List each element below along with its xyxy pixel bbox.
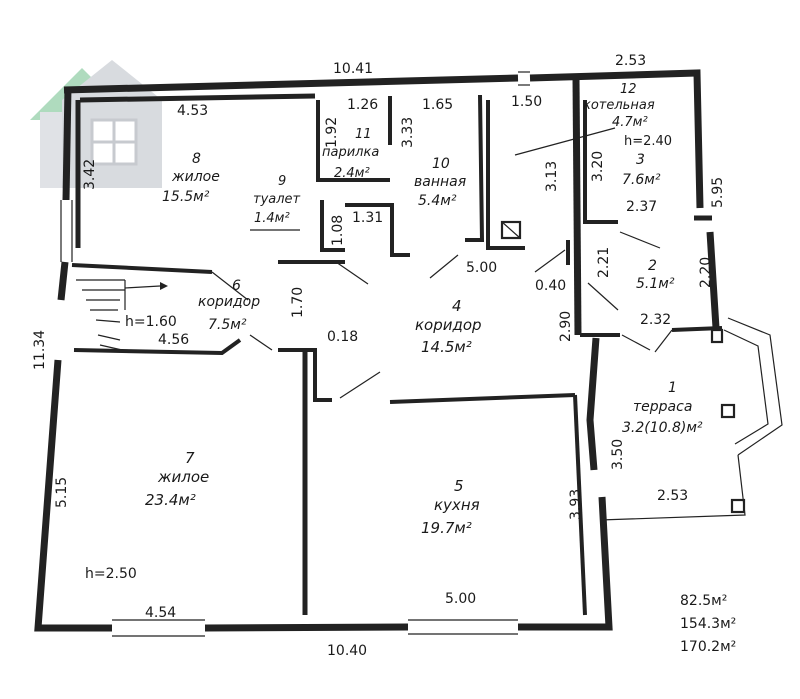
terrace-post — [730, 498, 746, 514]
svg-text:терраса: терраса — [633, 399, 692, 415]
svg-text:23.4м²: 23.4м² — [145, 491, 196, 509]
svg-text:4: 4 — [452, 297, 462, 315]
dim-label: 2.21 — [596, 247, 612, 278]
svg-text:туалет: туалет — [253, 192, 301, 207]
svg-text:ванная: ванная — [414, 174, 466, 190]
dim-label: 1.92 — [324, 117, 340, 148]
outer-walls — [34, 69, 720, 637]
dim-label: 1.31 — [352, 210, 383, 226]
svg-text:кухня: кухня — [434, 496, 480, 514]
dim-label: 4.54 — [145, 605, 176, 621]
room-9-label: 9 туалет 1.4м² — [253, 174, 301, 226]
svg-text:жилое: жилое — [157, 468, 209, 486]
svg-text:1.4м²: 1.4м² — [254, 211, 290, 226]
svg-text:h=2.40: h=2.40 — [624, 134, 672, 149]
room-6-label: 6 коридор 7.5м² — [198, 278, 260, 333]
dim-label: 2.20 — [698, 257, 714, 288]
dim-label: 5.00 — [466, 260, 497, 276]
dim-top-total: 10.41 — [333, 61, 373, 77]
dim-label: 1.26 — [347, 97, 378, 113]
room-3-label: 3 7.6м² — [622, 152, 661, 188]
room-4-label: 4 коридор 14.5м² — [415, 297, 482, 356]
svg-text:4.7м²: 4.7м² — [612, 115, 648, 130]
svg-text:5.4м²: 5.4м² — [418, 193, 457, 209]
dim-label: 2.32 — [640, 312, 671, 328]
svg-text:3: 3 — [636, 152, 645, 168]
staircase — [76, 279, 168, 351]
room-labels: 8 жилое 15.5м² 9 туалет 1.4м² 11 парилка… — [85, 82, 703, 582]
svg-text:12: 12 — [620, 82, 637, 97]
svg-text:2: 2 — [648, 258, 657, 274]
svg-text:7.5м²: 7.5м² — [208, 317, 247, 333]
dim-label: 3.20 — [590, 151, 606, 182]
svg-text:9: 9 — [278, 174, 286, 189]
dim-label: 1.08 — [330, 215, 346, 246]
dim-label: 5.00 — [445, 591, 476, 607]
svg-text:2.4м²: 2.4м² — [334, 166, 370, 181]
dim-label: 1.70 — [290, 287, 306, 318]
dim-label: 2.53 — [657, 488, 688, 504]
dim-label: 2.37 — [626, 199, 657, 215]
terrace-outline — [599, 317, 783, 521]
svg-text:1: 1 — [668, 380, 677, 396]
dim-label: 2.90 — [558, 311, 574, 342]
terrace-post — [720, 403, 736, 419]
dim-label: 3.93 — [568, 489, 584, 520]
svg-text:жилое: жилое — [171, 169, 220, 185]
room-11-label: 11 парилка 2.4м² — [322, 127, 379, 181]
dimension-labels: 10.41 4.53 1.26 1.65 1.50 2.53 1.92 3.33… — [32, 53, 726, 659]
dim-label: 3.42 — [82, 159, 98, 190]
room-8-label: 8 жилое 15.5м² — [162, 151, 220, 205]
dim-label: 5.15 — [54, 477, 70, 508]
area-totals: 82.5м² 154.3м² 170.2м² — [680, 593, 736, 655]
dim-label: 0.40 — [535, 278, 566, 294]
svg-text:5.1м²: 5.1м² — [636, 276, 675, 292]
dim-label: 3.33 — [400, 117, 416, 148]
svg-text:коридор: коридор — [415, 316, 482, 334]
svg-text:3.2(10.8)м²: 3.2(10.8)м² — [622, 420, 703, 436]
room-5-label: 5 кухня 19.7м² — [421, 477, 480, 537]
dim-label: 5.95 — [710, 177, 726, 208]
dim-bottom-total: 10.40 — [327, 643, 367, 659]
terrace-post — [710, 328, 724, 344]
svg-text:5: 5 — [454, 477, 464, 495]
svg-text:парилка: парилка — [322, 145, 379, 160]
svg-text:15.5м²: 15.5м² — [162, 189, 210, 205]
room-10-label: 10 ванная 5.4м² — [414, 156, 466, 209]
dim-label: 2.53 — [615, 53, 646, 69]
dim-label: 1.65 — [422, 97, 453, 113]
dim-label: 11.34 — [32, 330, 48, 370]
room-1-label: 1 терраса 3.2(10.8)м² — [622, 380, 703, 436]
svg-text:14.5м²: 14.5м² — [421, 338, 472, 356]
plumbing-fixture — [500, 220, 522, 240]
dim-label: 0.18 — [327, 329, 358, 345]
room-2-label: 2 5.1м² — [636, 258, 675, 292]
main-height-label: h=2.50 — [85, 566, 137, 582]
dim-label: 3.13 — [544, 161, 560, 192]
dim-label: 4.56 — [158, 332, 189, 348]
dim-label: 1.50 — [511, 94, 542, 110]
room-7-label: 7 жилое 23.4м² — [145, 449, 209, 509]
total-overall-area: 170.2м² — [680, 639, 736, 655]
svg-text:6: 6 — [232, 278, 241, 294]
svg-text:10: 10 — [432, 156, 450, 172]
dim-label: 3.50 — [610, 439, 626, 470]
total-usable-area: 154.3м² — [680, 616, 736, 632]
stair-height-label: h=1.60 — [125, 314, 177, 330]
room-12-label: 12 котельная 4.7м² h=2.40 — [583, 82, 672, 149]
svg-text:котельная: котельная — [583, 98, 655, 113]
inner-walls — [71, 93, 723, 616]
svg-text:7.6м²: 7.6м² — [622, 172, 661, 188]
door-swings — [211, 229, 673, 399]
svg-text:19.7м²: 19.7м² — [421, 519, 472, 537]
svg-text:8: 8 — [192, 151, 201, 167]
svg-text:7: 7 — [185, 449, 195, 467]
svg-text:11: 11 — [355, 127, 372, 142]
total-living-area: 82.5м² — [680, 593, 727, 609]
svg-text:коридор: коридор — [198, 294, 260, 310]
dim-label: 4.53 — [177, 103, 208, 119]
